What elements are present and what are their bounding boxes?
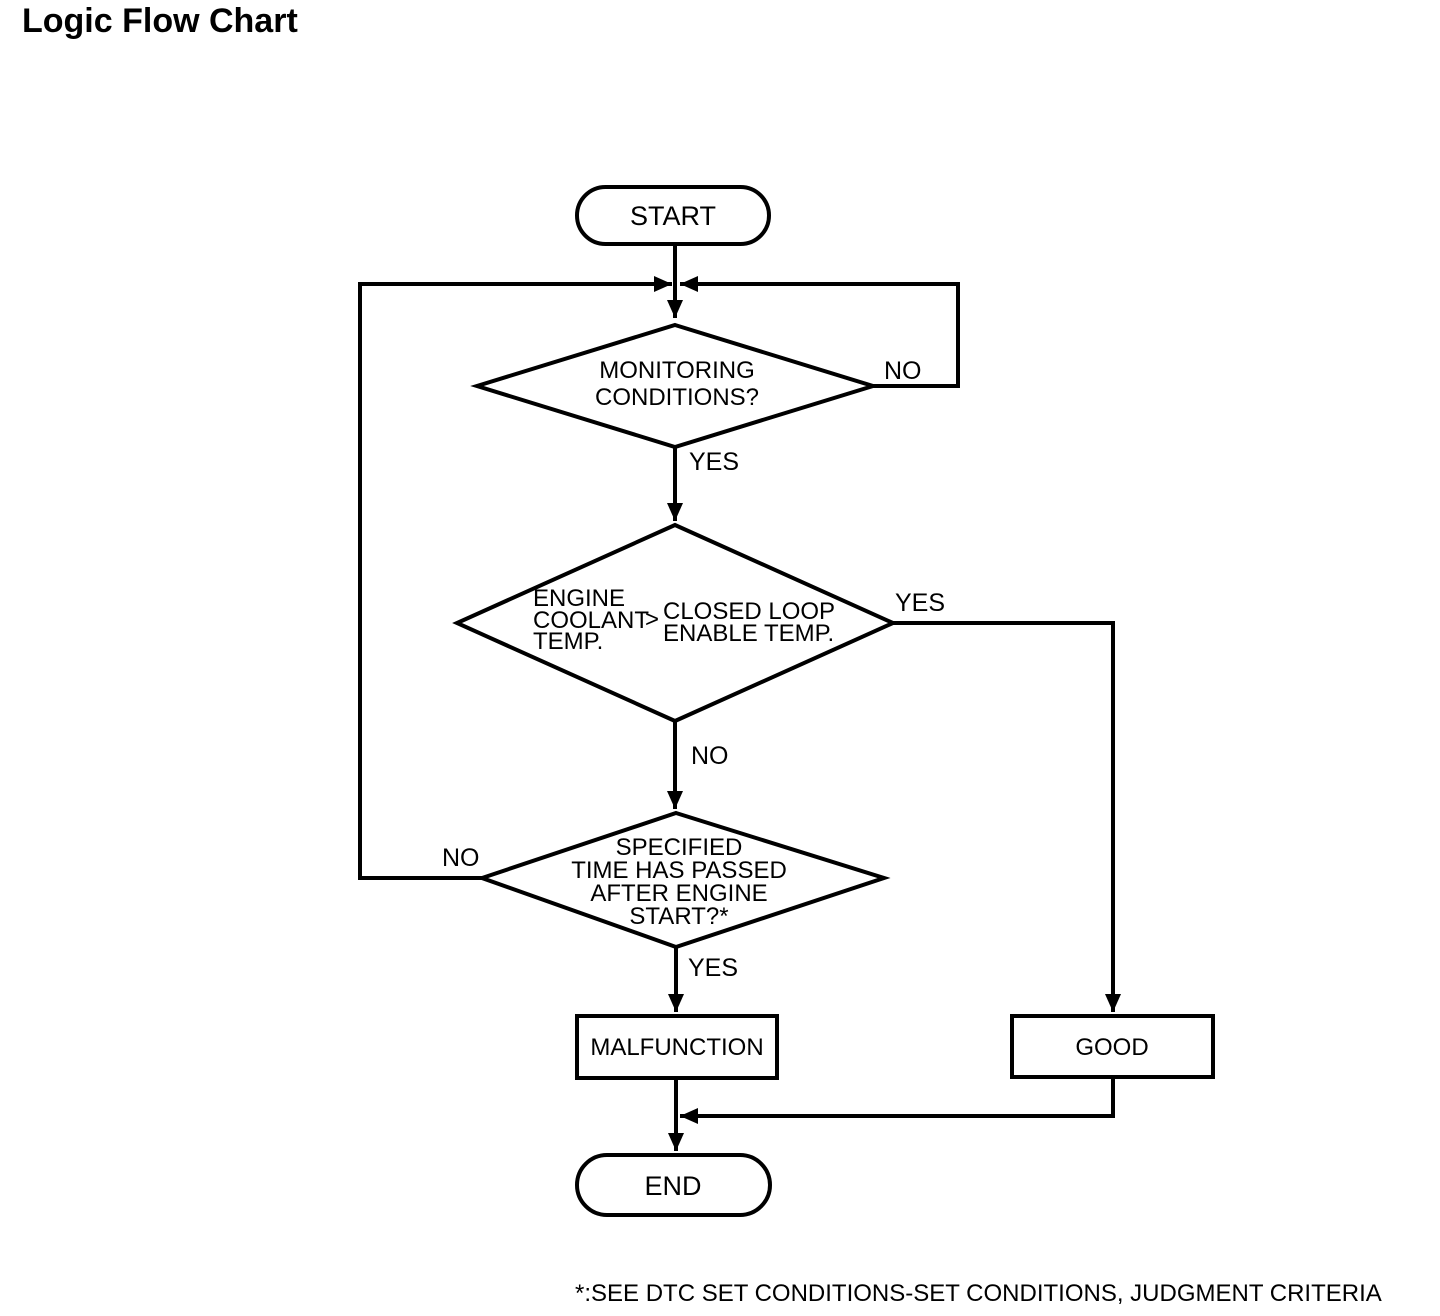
page-title: Logic Flow Chart: [22, 2, 298, 40]
footnote: *:SEE DTC SET CONDITIONS-SET CONDITIONS,…: [575, 1280, 1382, 1307]
timer-line2: TIME HAS PASSED: [571, 857, 787, 884]
malfunction-label: MALFUNCTION: [590, 1034, 763, 1061]
coolant-left-line3: TEMP.: [533, 628, 603, 655]
label-coolant-no: NO: [691, 742, 729, 770]
edge-good-merge: [680, 1077, 1115, 1124]
edge-coolant-yes: [893, 621, 1121, 1012]
decision-engine-coolant-temp: [452, 522, 898, 724]
label-coolant-yes: YES: [895, 589, 945, 617]
coolant-left-line1: ENGINE: [533, 585, 625, 612]
timer-line1: SPECIFIED: [616, 834, 743, 861]
start-node: [575, 185, 771, 246]
coolant-right-line1: CLOSED LOOP: [663, 598, 835, 625]
label-monitoring-no: NO: [884, 357, 922, 385]
good-label: GOOD: [1075, 1034, 1148, 1061]
coolant-operator: >: [645, 606, 659, 633]
label-monitoring-yes: YES: [689, 448, 739, 476]
label-timer-no: NO: [442, 844, 480, 872]
edge-monitoring-no-loop: [680, 276, 960, 388]
end-node: [575, 1153, 772, 1217]
timer-line4: START?*: [629, 903, 728, 930]
label-timer-yes: YES: [688, 954, 738, 982]
malfunction-node: [575, 1014, 779, 1080]
decision-specified-time-passed: [475, 810, 891, 950]
edge-timer-no-loop: [358, 276, 672, 880]
timer-line3: AFTER ENGINE: [590, 880, 767, 907]
decision-monitoring-conditions: [470, 322, 880, 450]
start-label: START: [630, 201, 716, 231]
coolant-left-line2: COOLANT: [533, 607, 649, 634]
end-label: END: [644, 1171, 701, 1201]
monitoring-line1: MONITORING: [599, 357, 755, 384]
coolant-right-line2: ENABLE TEMP.: [663, 620, 834, 647]
good-node: [1010, 1014, 1215, 1079]
monitoring-line2: CONDITIONS?: [595, 384, 759, 411]
